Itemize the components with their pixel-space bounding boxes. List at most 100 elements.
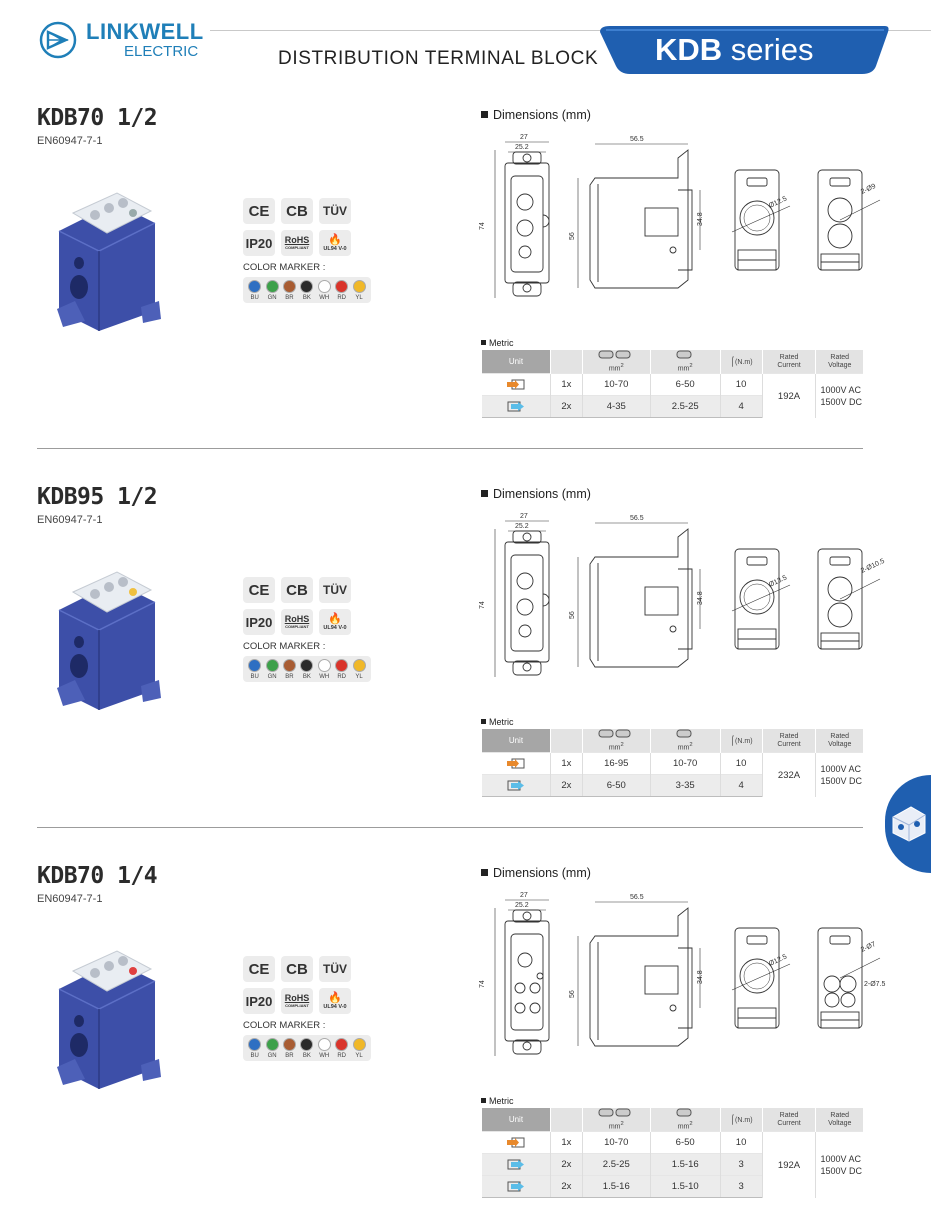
color-marker-code: GN — [267, 295, 277, 301]
color-marker-rd: RD — [333, 1038, 350, 1059]
unit-icon-cell — [481, 1131, 551, 1154]
dim-hole-1: Ø12.5 — [768, 953, 788, 967]
color-marker-code: RD — [337, 295, 346, 301]
dim-height-3: 34.8 — [697, 970, 704, 984]
color-marker-swatch — [282, 659, 296, 672]
metric-label: Metric — [481, 338, 514, 348]
torque-unit: (N.m) — [735, 1116, 753, 1124]
rated-current-h2: Current — [777, 361, 801, 369]
solid-section-cell: 3-35 — [649, 774, 721, 798]
rohs-sub: COMPLIANT — [285, 624, 309, 629]
linkwell-logo-icon — [39, 21, 77, 59]
ip20-badge: IP20 — [243, 988, 275, 1014]
rated-current-cell: 192A — [761, 373, 817, 418]
qty-cell: 1x — [549, 752, 583, 775]
color-marker-swatch — [300, 659, 314, 672]
ce-mark-icon: CE — [243, 577, 275, 603]
unit-icon-cell — [481, 373, 551, 396]
section-divider — [37, 448, 863, 449]
color-marker-swatch — [265, 659, 279, 672]
ce-mark-icon: CE — [243, 956, 275, 982]
series-bold: KDB — [655, 32, 723, 67]
dimension-drawing: 27 25.2 74 56.5 56 34.8 Ø13.5 2-Ø10.5 — [479, 513, 886, 677]
rated-current-h1: Rated — [779, 1111, 799, 1119]
rated-voltage-h2: Voltage — [828, 1119, 852, 1127]
color-marker-code: BR — [285, 295, 294, 301]
col-torque: ⌠(N.m) — [719, 350, 763, 374]
wire-entry-icon — [506, 758, 525, 769]
model-title: KDB70 1/4 — [37, 863, 158, 889]
product-section: KDB70 1/2 EN60947-7-1 CE CB TÜV IP20 RoH… — [0, 105, 931, 485]
wire-cross-section-icon — [598, 1108, 631, 1117]
product-image — [57, 571, 161, 710]
flexible-section-cell: 1.5-16 — [581, 1175, 651, 1199]
unit-mm2: mm — [608, 1123, 621, 1131]
ul94-text: UL94 V-0 — [323, 245, 347, 252]
series-title: KDB series — [655, 32, 813, 68]
color-marker-code: WH — [319, 1053, 330, 1059]
torque-cell: 3 — [719, 1175, 763, 1199]
brand-line1: LINKWELL — [86, 19, 204, 44]
dim-hole-2: 2-Ø7 — [860, 941, 877, 954]
brand-line2: ELECTRIC — [124, 43, 199, 60]
color-marker-rd: RD — [333, 280, 350, 301]
ul94-flame-icon: 🔥UL94 V-0 — [319, 988, 351, 1014]
table-row: 2x 6-50 3-35 4 — [481, 774, 864, 798]
color-marker-code: BK — [302, 674, 311, 680]
rated-current-h1: Rated — [779, 353, 799, 361]
rated-current-h2: Current — [777, 1119, 801, 1127]
rated-current-h2: Current — [777, 740, 801, 748]
dim-width-outer: 27 — [520, 513, 528, 520]
color-marker-bu: BU — [246, 280, 263, 301]
color-marker-bk: BK — [298, 1038, 315, 1059]
dimension-drawing: 27 25.2 74 56.5 56 34.8 Ø12.5 2-Ø7 2-Ø7.… — [479, 892, 886, 1056]
dim-height: 74 — [479, 980, 486, 988]
dim-depth: 56.5 — [630, 894, 644, 901]
color-marker-code: BR — [285, 1053, 294, 1059]
color-marker-code: YL — [355, 674, 363, 680]
torque-cell: 10 — [719, 373, 763, 396]
color-marker-code: BR — [285, 674, 294, 680]
unit-mm2: mm — [677, 1123, 690, 1131]
rated-current-cell: 192A — [761, 1131, 817, 1198]
color-marker-row: BU GN BR BK WH RD YL — [243, 277, 371, 303]
unit-mm2: mm — [677, 365, 690, 373]
tuv-mark-icon: TÜV — [319, 956, 351, 982]
col-unit: Unit — [481, 729, 551, 753]
color-marker-swatch — [248, 280, 262, 293]
color-marker-swatch — [335, 1038, 349, 1051]
standard-label: EN60947-7-1 — [37, 893, 103, 905]
qty-cell: 2x — [549, 1153, 583, 1176]
col-solid: mm2 — [649, 729, 721, 753]
wire-exit-icon — [507, 780, 524, 791]
color-marker-swatch — [352, 659, 366, 672]
flexible-section-cell: 2.5-25 — [581, 1153, 651, 1176]
wire-entry-icon — [506, 379, 525, 390]
product-image — [57, 950, 161, 1089]
wire-exit-icon — [507, 1159, 524, 1170]
rated-voltage-h1: Rated — [830, 732, 850, 740]
product-section: KDB95 1/2 EN60947-7-1 CE CB TÜV IP20 RoH… — [0, 484, 931, 864]
torque-cell: 4 — [719, 774, 763, 798]
color-marker-bu: BU — [246, 659, 263, 680]
col-torque: ⌠(N.m) — [719, 729, 763, 753]
torque-cell: 3 — [719, 1153, 763, 1176]
side-tab[interactable] — [885, 775, 931, 873]
table-row: 2x 1.5-16 1.5-10 3 — [481, 1175, 864, 1199]
unit-icon-cell — [481, 1153, 551, 1176]
dim-width-outer: 27 — [520, 892, 528, 899]
flexible-section-cell: 6-50 — [581, 774, 651, 798]
color-marker-code: BU — [250, 295, 259, 301]
color-marker-code: RD — [337, 1053, 346, 1059]
wire-single-icon — [676, 729, 692, 738]
rohs-text: RoHS — [284, 235, 310, 245]
col-torque: ⌠(N.m) — [719, 1108, 763, 1132]
color-marker-gn: GN — [263, 659, 280, 680]
